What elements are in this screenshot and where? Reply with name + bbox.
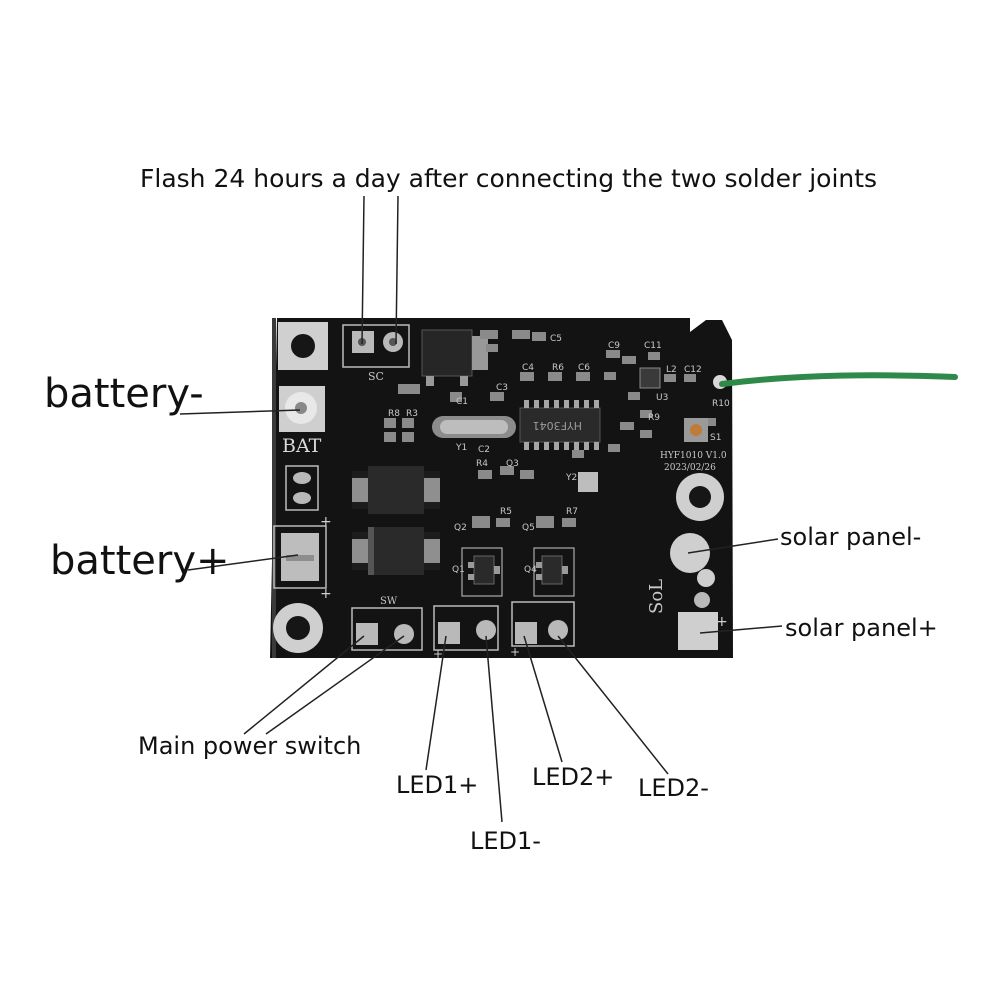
battery-pos-label: battery+: [50, 538, 230, 584]
silk-r5: R5: [500, 507, 512, 517]
silk-c5: C5: [550, 334, 562, 344]
silk-c4: C4: [522, 363, 534, 373]
leader-led2-pos: [523, 635, 563, 763]
silk-date: 2023/02/26: [664, 463, 716, 473]
solar-mid-pad: [694, 592, 710, 608]
button-s1: [684, 418, 708, 442]
crystal-y2: [578, 472, 598, 492]
silk-r9: R9: [648, 413, 660, 423]
plus-silk-bat-bottom: +: [320, 586, 332, 602]
silk-c6: C6: [578, 363, 590, 373]
leader-sc-right: [395, 195, 399, 345]
battery-neg-label: battery-: [44, 371, 204, 417]
led1-pads: [433, 605, 499, 651]
led2-pos-label: LED2+: [532, 763, 615, 791]
silk-r10: R10: [712, 399, 730, 409]
solar-neg-label: solar panel-: [780, 523, 922, 551]
silk-q3: Q3: [506, 459, 519, 469]
led2-pads: [511, 601, 575, 647]
leader-lines: [179, 195, 783, 823]
small-chip-u3: [639, 367, 661, 389]
led2-neg-label: LED2-: [638, 774, 709, 802]
silk-r4: R4: [476, 459, 488, 469]
plus-silk-bat-top: +: [320, 514, 332, 530]
silk-model: HYF1010 V1.0: [660, 451, 727, 461]
sol-silk-label: SoL: [646, 579, 667, 614]
mounting-hole-bottom-left: [273, 603, 323, 653]
solar-pos-label: solar panel+: [785, 614, 938, 642]
solar-pos-pad: [678, 612, 718, 650]
transistor-q1: [461, 547, 503, 597]
silk-c3: C3: [496, 383, 508, 393]
silk-u3: U3: [656, 393, 668, 403]
leader-solar-neg: [687, 538, 779, 554]
plus-silk-solar: +: [716, 614, 728, 630]
bat-silk-label: BAT: [282, 435, 322, 457]
transistor-q4: [533, 547, 575, 597]
ic-marking: HYF3041: [533, 419, 582, 432]
plus-silk-led1: +: [433, 647, 443, 661]
led1-pos-label: LED1+: [396, 771, 479, 799]
board-edge-highlight: [272, 318, 276, 658]
diode-lower: [352, 527, 440, 575]
leader-switch-a: [243, 635, 365, 735]
silk-c11: C11: [644, 341, 662, 351]
leader-sc-left: [361, 195, 365, 345]
battery-neg-pad: [279, 386, 325, 432]
silk-c2: C2: [478, 445, 490, 455]
leader-switch-b: [265, 635, 405, 735]
silk-q1: Q1: [452, 565, 465, 575]
main-switch-label: Main power switch: [138, 732, 362, 760]
leader-led1-pos: [425, 635, 447, 771]
crystal-y1: [432, 416, 516, 438]
silk-l2: L2: [666, 365, 677, 375]
mounting-hole-right: [676, 473, 724, 521]
led1-neg-label: LED1-: [470, 827, 541, 855]
switch-pads: [351, 607, 423, 651]
mounting-hole-top-left: [278, 322, 328, 370]
small-components: [384, 330, 716, 528]
diode-upper: [352, 466, 440, 514]
leader-led1-neg: [485, 635, 503, 823]
silk-q2: Q2: [454, 523, 467, 533]
bat-mid-pad: [285, 465, 319, 511]
silk-c12: C12: [684, 365, 702, 375]
silk-s1: S1: [710, 433, 721, 443]
silk-c1: C1: [456, 397, 468, 407]
leader-battery-pos: [187, 554, 299, 571]
silk-q5: Q5: [522, 523, 535, 533]
silk-q4: Q4: [524, 565, 537, 575]
leader-led2-neg: [557, 635, 669, 775]
sc-silk-label: SC: [368, 370, 384, 383]
silk-r3: R3: [406, 409, 418, 419]
voltage-regulator: [421, 329, 488, 386]
silk-c9: C9: [608, 341, 620, 351]
sw-silk-label: SW: [380, 596, 398, 607]
silk-r7: R7: [566, 507, 578, 517]
sc-solder-joints: [342, 324, 410, 368]
main-ic: [519, 400, 601, 450]
silk-r8: R8: [388, 409, 400, 419]
silk-y2: Y2: [565, 473, 577, 483]
silk-r6: R6: [552, 363, 564, 373]
silk-y1: Y1: [455, 443, 467, 453]
leader-solar-pos: [699, 625, 783, 634]
antenna-wire: [719, 372, 958, 387]
leader-battery-neg: [179, 409, 301, 415]
solder-joint-note: Flash 24 hours a day after connecting th…: [140, 164, 878, 193]
plus-silk-led2: +: [510, 645, 520, 659]
